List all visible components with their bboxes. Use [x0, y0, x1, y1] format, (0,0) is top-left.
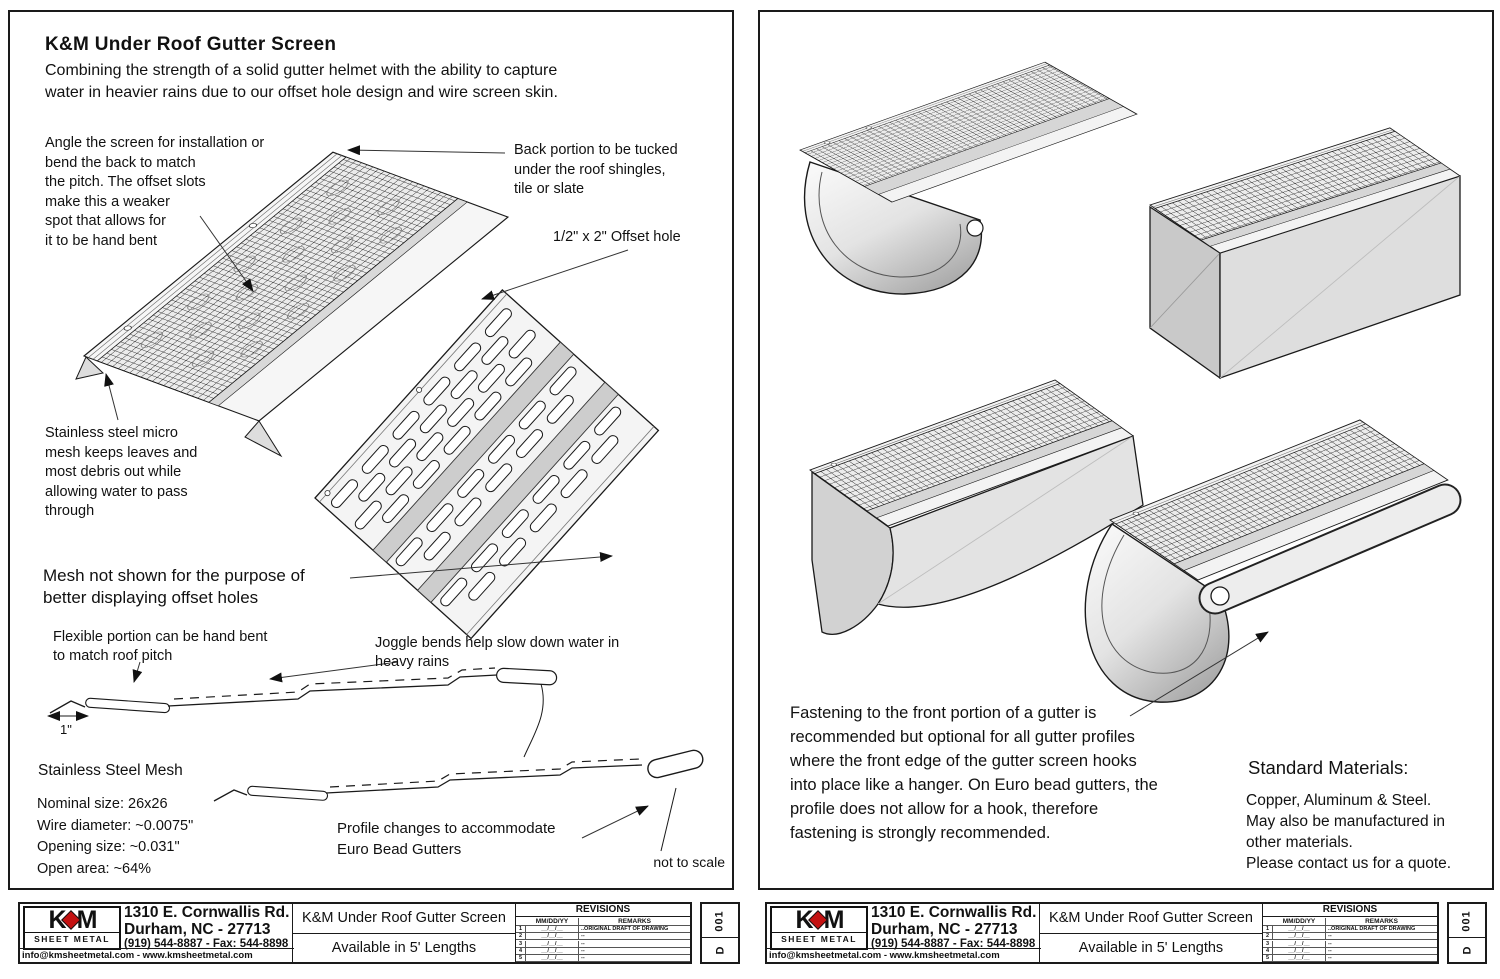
profile-cross-section-1 [47, 667, 558, 758]
leader-lines [104, 145, 1269, 839]
revision-row: 3 __/__/__ -- [516, 940, 690, 948]
revisions-col-date: MM/DD/YY [1273, 917, 1326, 925]
annotation-euro-profile: Profile changes to accommodate Euro Bead… [337, 820, 556, 858]
sheet-number-box-right: 001 D [1447, 902, 1487, 964]
logo-letter-m: M [823, 906, 845, 934]
phone-fax: (919) 544-8887 - Fax: 544-8898 [871, 938, 1036, 950]
phone-fax: (919) 544-8887 - Fax: 544-8898 [124, 938, 289, 950]
sheet-number: 001 [1460, 909, 1473, 932]
title-block-company-cell: K M SHEET METAL 1310 E. Cornwallis Rd. D… [767, 904, 1041, 962]
revisions-col-date: MM/DD/YY [526, 917, 579, 925]
email-web-line: info@kmsheetmetal.com - www.kmsheetmetal… [20, 948, 294, 962]
mesh-screen-panel-drawing [75, 151, 510, 458]
title-block-product-cell: K&M Under Roof Gutter Screen Available i… [1040, 904, 1263, 962]
gutter-box-drawing [1149, 127, 1461, 380]
annotation-mesh-not-shown: Mesh not shown for the purpose of better… [43, 566, 305, 607]
gutter-half-round-drawing [799, 61, 1138, 295]
not-to-scale-note: not to scale [653, 854, 725, 870]
sheet-number-box-left: 001 D [700, 902, 740, 964]
address-line-1: 1310 E. Cornwallis Rd. [124, 904, 290, 921]
revisions-table: REVISIONS MM/DD/YY REMARKS 1 __/__/__ ..… [516, 904, 690, 963]
left-sheet-border [8, 10, 734, 890]
annotation-offset-hole: 1/2" x 2" Offset hole [553, 229, 681, 245]
revision-row: 3 __/__/__ -- [1263, 940, 1437, 948]
product-name: K&M Under Roof Gutter Screen [1040, 904, 1262, 934]
page-subtitle: Combining the strength of a solid gutter… [45, 62, 558, 101]
title-block-right: K M SHEET METAL 1310 E. Cornwallis Rd. D… [765, 902, 1439, 964]
availability-note: Available in 5' Lengths [1078, 939, 1224, 956]
revision-row: 2 __/__/__ -- [516, 933, 690, 941]
logo-letter-m: M [76, 906, 98, 934]
right-sheet-border [758, 10, 1494, 890]
fastening-note: Fastening to the front portion of a gutt… [790, 704, 1158, 842]
company-address: 1310 E. Cornwallis Rd. Durham, NC - 2771… [124, 904, 290, 950]
title-block-product-cell: K&M Under Roof Gutter Screen Available i… [293, 904, 516, 962]
km-sheet-metal-logo: K M SHEET METAL [23, 906, 121, 950]
gutter-k-style-drawing [809, 379, 1144, 635]
annotation-angle-screen: Angle the screen for installation or ben… [45, 135, 265, 249]
address-line-2: Durham, NC - 27713 [124, 920, 271, 938]
revision-row: 4 __/__/__ -- [516, 947, 690, 955]
sheet-number: 001 [713, 909, 726, 932]
product-name: K&M Under Roof Gutter Screen [293, 904, 515, 934]
revision-row: 5 __/__/__ -- [516, 954, 690, 963]
profile-cross-section-2 [213, 749, 704, 852]
materials-body: Copper, Aluminum & Steel. May also be ma… [1246, 792, 1452, 872]
revisions-title: REVISIONS [516, 904, 690, 917]
sheet-revision: D [713, 945, 726, 955]
km-sheet-metal-logo: K M SHEET METAL [770, 906, 868, 950]
sheet-revision: D [1460, 945, 1473, 955]
annotation-micro-mesh: Stainless steel micro mesh keeps leaves … [45, 425, 198, 519]
logo-letter-k: K [48, 906, 67, 934]
revisions-title: REVISIONS [1263, 904, 1437, 917]
materials-title: Standard Materials: [1248, 757, 1409, 778]
company-address: 1310 E. Cornwallis Rd. Durham, NC - 2771… [871, 904, 1037, 950]
title-block-company-cell: K M SHEET METAL 1310 E. Cornwallis Rd. D… [20, 904, 294, 962]
logo-letter-k: K [795, 906, 814, 934]
revisions-col-remarks: REMARKS [618, 917, 651, 925]
revisions-col-remarks: REMARKS [1365, 917, 1398, 925]
annotation-joggle-bends: Joggle bends help slow down water in hea… [375, 635, 620, 670]
dimension-one-inch: 1" [60, 722, 72, 737]
mesh-spec-list: Nominal size: 26x26 Wire diameter: ~0.00… [37, 796, 194, 877]
revision-row: 1 __/__/__ ..ORIGINAL DRAFT OF DRAWING [1263, 926, 1437, 934]
gutter-euro-bead-drawing [1084, 419, 1462, 703]
logo-subtitle: SHEET METAL [772, 932, 866, 944]
revision-row: 1 __/__/__ ..ORIGINAL DRAFT OF DRAWING [516, 926, 690, 934]
address-line-1: 1310 E. Cornwallis Rd. [871, 904, 1037, 921]
address-line-2: Durham, NC - 27713 [871, 920, 1018, 938]
offset-hole-panel-drawing [314, 289, 660, 640]
revisions-table: REVISIONS MM/DD/YY REMARKS 1 __/__/__ ..… [1263, 904, 1437, 963]
revision-row: 4 __/__/__ -- [1263, 947, 1437, 955]
email-web-line: info@kmsheetmetal.com - www.kmsheetmetal… [767, 948, 1041, 962]
page-title: K&M Under Roof Gutter Screen [45, 34, 337, 55]
revision-row: 2 __/__/__ -- [1263, 933, 1437, 941]
logo-subtitle: SHEET METAL [25, 932, 119, 944]
annotation-flexible-portion: Flexible portion can be hand bent to mat… [53, 629, 268, 664]
annotation-back-portion: Back portion to be tucked under the roof… [514, 142, 678, 197]
availability-note: Available in 5' Lengths [331, 939, 477, 956]
title-block-left: K M SHEET METAL 1310 E. Cornwallis Rd. D… [18, 902, 692, 964]
mesh-spec-title: Stainless Steel Mesh [38, 762, 183, 779]
revision-row: 5 __/__/__ -- [1263, 954, 1437, 963]
